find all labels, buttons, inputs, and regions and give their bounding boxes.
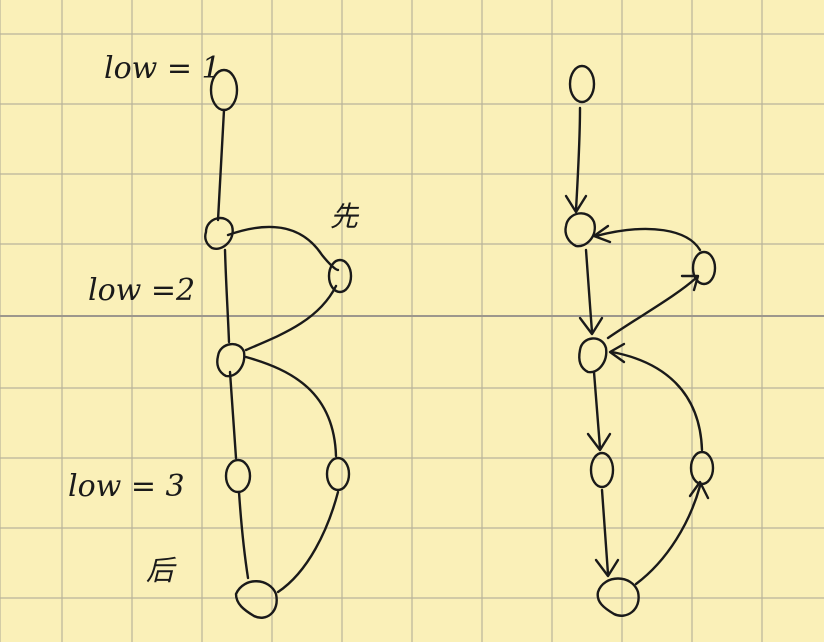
first-label: 先 (330, 200, 360, 233)
right-arrow-into-first-node (680, 274, 700, 292)
left-node-lower-right (325, 456, 351, 492)
left-graph: low = 1 low =2 low = 3 先 后 (68, 51, 360, 619)
left-edge-middle-to-lower-right (244, 355, 338, 458)
low-3-label: low = 3 (68, 469, 185, 504)
right-node-upper (564, 212, 596, 248)
right-node-top (568, 64, 596, 104)
right-node-lower-right (689, 450, 715, 486)
right-edge-lower-left-to-bottom (600, 488, 610, 576)
right-edge-middle-to-lower-left (592, 370, 602, 450)
right-graph (564, 64, 717, 617)
left-edge-upper-to-middle (223, 248, 231, 344)
right-arrow-upper-to-middle (578, 316, 604, 336)
right-arrow-into-middle (608, 342, 626, 364)
right-edge-top-to-upper (574, 106, 582, 212)
left-edge-lower-left-to-bottom (237, 490, 250, 580)
left-edge-first-node-to-middle (244, 284, 338, 352)
right-edge-first-node-to-upper (594, 227, 702, 252)
left-node-first (327, 258, 353, 294)
left-node-middle (216, 343, 246, 378)
after-label: 后 (146, 554, 177, 587)
low-1-label: low = 1 (104, 51, 221, 86)
left-node-lower-left (224, 458, 252, 494)
right-node-lower-left (589, 451, 615, 489)
right-edge-upper-to-middle (584, 248, 594, 334)
left-node-upper (204, 216, 234, 250)
right-edge-middle-to-first-node (606, 276, 698, 340)
right-arrow-lower-left-to-bottom (594, 558, 620, 578)
left-edge-upper-to-first-node (226, 225, 340, 272)
left-edge-lower-right-to-bottom (276, 490, 340, 594)
right-arrow-top-to-upper (564, 194, 588, 214)
right-node-first (691, 250, 717, 286)
right-edge-bottom-to-lower-right (634, 484, 702, 586)
left-node-bottom (234, 580, 278, 619)
left-node-top (209, 68, 239, 112)
low-2-label: low =2 (88, 273, 195, 308)
left-edge-middle-to-lower-left (228, 370, 238, 460)
right-node-middle (578, 337, 608, 374)
right-node-bottom (596, 577, 640, 617)
left-edge-top-to-upper (216, 108, 226, 222)
right-edge-lower-right-to-middle (610, 350, 704, 452)
right-arrow-middle-to-lower-left (586, 432, 612, 452)
right-arrow-into-lower-right (688, 480, 710, 500)
